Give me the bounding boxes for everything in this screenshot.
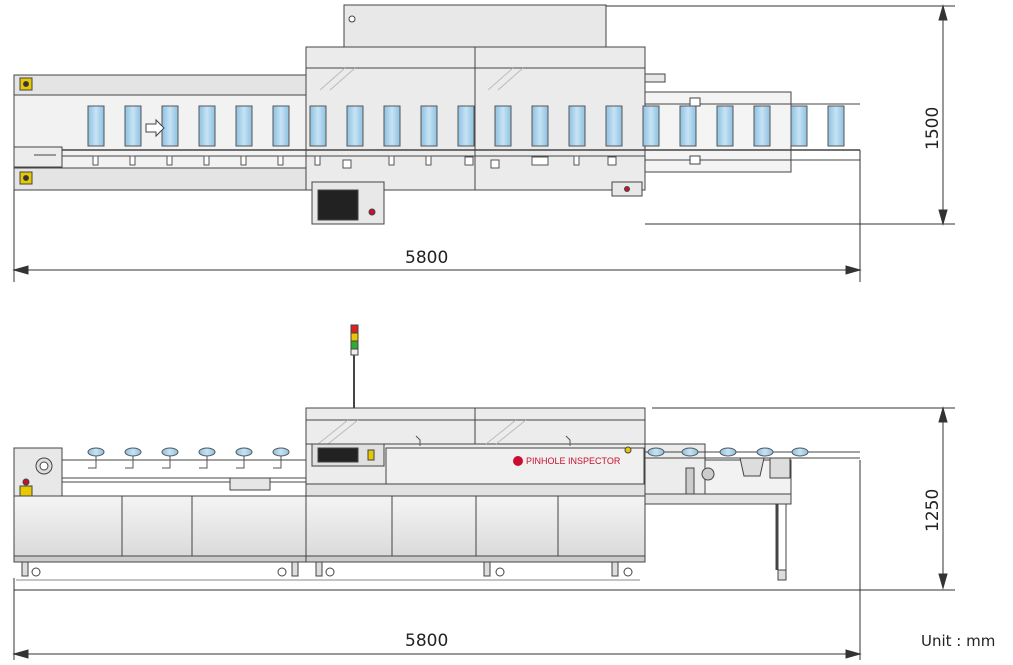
side-view (13, 324, 860, 581)
bags-top-view (87, 105, 845, 169)
infeed-cabinet (13, 495, 307, 561)
side-view-dimensions (12, 406, 955, 660)
top-view-dimensions (12, 4, 955, 282)
side-width-dimension: 5800 (405, 631, 448, 651)
brand-label: PINHOLE INSPECTOR (526, 456, 621, 466)
top-width-dimension: 5800 (405, 248, 448, 268)
top-depth-dimension: 1500 (923, 107, 943, 150)
unit-label: Unit : mm (921, 632, 996, 650)
top-hood (343, 4, 607, 50)
top-view (13, 4, 860, 225)
bag-holders-side-view (87, 435, 809, 469)
side-height-dimension: 1250 (923, 489, 943, 532)
arrow-right-icon (145, 118, 165, 138)
